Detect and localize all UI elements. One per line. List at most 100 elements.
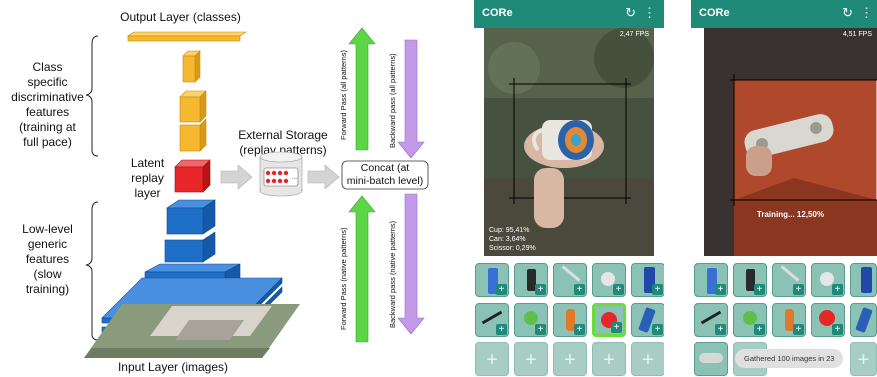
class-thumbnail[interactable]: + <box>694 263 728 297</box>
add-icon: + <box>564 349 576 371</box>
class-specific-label: Class specific discriminative features (… <box>11 60 84 149</box>
add-icon[interactable]: + <box>652 284 663 295</box>
class-thumbnail[interactable]: + <box>514 263 548 297</box>
add-icon[interactable]: + <box>574 284 585 295</box>
add-icon: + <box>486 349 498 371</box>
forward-pass-native-arrow <box>348 195 376 343</box>
empty-class-slot[interactable]: + <box>553 342 587 376</box>
refresh-icon[interactable]: ↻ <box>625 5 636 20</box>
input-layer-label: Input Layer (images) <box>117 360 229 374</box>
add-icon[interactable]: + <box>611 322 622 333</box>
prediction-item: Scissor: 0,29% <box>489 245 536 252</box>
add-icon[interactable]: + <box>793 284 804 295</box>
prediction-list: Cup: 95,41% Can: 3,64% Scissor: 0,29% <box>489 226 536 253</box>
latent-replay-block <box>174 159 211 193</box>
class-thumbnail[interactable]: + <box>475 263 509 297</box>
fps-counter: 4,51 FPS <box>842 31 872 38</box>
class-thumbnail[interactable] <box>850 303 877 337</box>
add-icon[interactable]: + <box>652 324 663 335</box>
class-thumbnail[interactable]: + <box>631 303 664 337</box>
class-thumbnail[interactable]: + <box>514 303 548 337</box>
empty-class-slot[interactable]: + <box>592 342 626 376</box>
add-icon[interactable]: + <box>793 324 804 335</box>
class-thumbnail[interactable]: + <box>733 263 767 297</box>
fps-counter: 2,47 FPS <box>619 31 649 38</box>
empty-class-slot[interactable]: + <box>631 342 664 376</box>
output-layer-label: Output Layer (classes) <box>120 10 241 24</box>
prediction-item: Can: 3,64% <box>489 236 526 243</box>
add-icon[interactable]: + <box>754 324 765 335</box>
training-progress-text: Training... 12,50% <box>756 210 825 219</box>
diagram-graphics: ... <box>84 27 429 358</box>
app-bar: CORe ↻ ⋮ <box>474 0 664 28</box>
refresh-icon[interactable]: ↻ <box>842 5 853 20</box>
add-icon[interactable]: + <box>496 284 507 295</box>
svg-text:...: ... <box>292 175 297 181</box>
add-icon[interactable]: + <box>613 284 624 295</box>
class-thumbnail[interactable] <box>850 263 877 297</box>
class-thumbnail[interactable]: + <box>811 263 845 297</box>
add-icon: + <box>525 349 537 371</box>
class-thumbnail[interactable]: + <box>553 263 587 297</box>
camera-preview: 2,47 FPS Cup: 95,41% Can: 3,64% Scissor:… <box>484 28 654 256</box>
camera-image <box>484 28 654 256</box>
fc-layer-block-3 <box>179 118 207 152</box>
class-thumbnail[interactable]: + <box>631 263 664 297</box>
class-thumbnail[interactable]: + <box>772 263 806 297</box>
class-thumbnail[interactable]: + <box>772 303 806 337</box>
conv-layer-block-1 <box>166 199 216 235</box>
fc-layer-block-1 <box>182 50 201 83</box>
add-icon[interactable]: + <box>535 324 546 335</box>
class-thumbnail[interactable]: + <box>694 303 728 337</box>
more-vert-icon[interactable]: ⋮ <box>860 5 873 20</box>
forward-pass-all-arrow <box>348 27 376 151</box>
class-thumbnail[interactable]: + <box>553 303 587 337</box>
add-icon[interactable]: + <box>832 284 843 295</box>
add-icon[interactable]: + <box>832 324 843 335</box>
forward-pass-all-label: Forward Pass (all patterns) <box>339 49 348 140</box>
concat-box <box>341 160 429 190</box>
add-icon[interactable]: + <box>754 284 765 295</box>
forward-pass-native-label: Forward Pass (native patterns) <box>339 227 348 330</box>
camera-image <box>704 28 877 256</box>
app-title: CORe <box>699 7 730 19</box>
camera-preview: 4,51 FPS Training... 12,50% <box>704 28 877 256</box>
add-icon[interactable]: + <box>715 324 726 335</box>
class-features-brace <box>85 35 99 157</box>
conv-layer-block-2 <box>164 231 216 263</box>
class-thumbnail[interactable]: + <box>475 303 509 337</box>
class-thumbnail[interactable]: + <box>592 263 626 297</box>
add-icon[interactable]: + <box>574 324 585 335</box>
empty-class-slot[interactable]: + <box>475 342 509 376</box>
backward-pass-all-arrow <box>397 39 425 159</box>
backward-pass-native-label: Backward pass (native patterns) <box>388 220 397 328</box>
class-thumbnail[interactable]: + <box>811 303 845 337</box>
phone-screen-inference: CORe ↻ ⋮ 2,47 FPS Cup: 95,41% Can: 3 <box>474 0 664 377</box>
class-thumbnail[interactable]: + <box>733 303 767 337</box>
gathered-images-toast: Gathered 100 images in 23 <box>735 349 844 368</box>
add-icon[interactable]: + <box>715 284 726 295</box>
latent-to-storage-arrow <box>220 164 253 190</box>
class-thumbnail-new[interactable] <box>694 342 728 376</box>
low-level-label: Low-level generic features (slow trainin… <box>22 222 73 296</box>
fc-layer-block-2 <box>179 90 207 123</box>
empty-class-slot[interactable]: + <box>850 342 877 376</box>
latent-replay-label: Latent replay layer <box>130 156 165 200</box>
add-icon: + <box>642 349 654 371</box>
storage-to-concat-arrow <box>307 164 340 190</box>
low-features-brace <box>85 201 99 341</box>
app-bar: CORe ↻ ⋮ <box>691 0 877 28</box>
more-vert-icon[interactable]: ⋮ <box>643 5 656 20</box>
output-layer-block <box>127 31 247 42</box>
concat-label: Concat (at mini-batch level) <box>346 162 424 187</box>
add-icon: + <box>857 349 870 371</box>
empty-class-slot[interactable]: + <box>514 342 548 376</box>
backward-pass-all-label: Backward pass (all patterns) <box>388 53 397 148</box>
add-icon: + <box>603 349 615 371</box>
class-thumbnail-selected[interactable]: + <box>592 303 626 337</box>
storage-cylinder: ... <box>259 151 303 197</box>
add-icon[interactable]: + <box>496 324 507 335</box>
prediction-item: Cup: 95,41% <box>489 227 530 234</box>
add-icon[interactable]: + <box>535 284 546 295</box>
external-storage-label: External Storage (replay patterns) <box>238 128 328 157</box>
